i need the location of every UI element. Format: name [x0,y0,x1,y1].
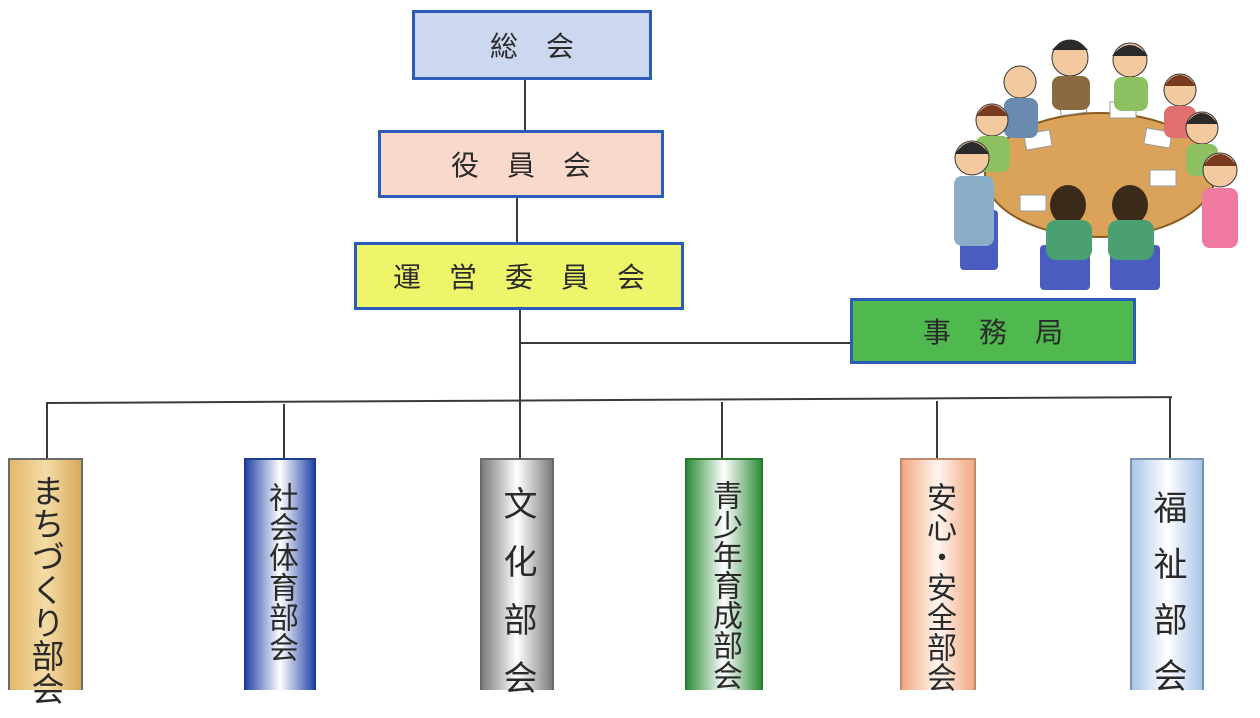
dept-culture: 文化部会 [480,458,554,718]
connector-line [283,404,285,460]
dept-machizukuri: まちづくり部会 [8,458,83,705]
dept-welfare: 福祉部会 [1130,458,1204,714]
general-assembly-label: 総 会 [489,30,574,63]
connector-line [721,402,723,462]
steering-committee-box: 運 営 委 員 会 [354,242,684,310]
dept-label: 福祉部会 [1147,490,1187,714]
dept-social-sports: 社会体育部会 [244,458,316,690]
steering-committee-label: 運 営 委 員 会 [392,261,645,294]
connector-line [519,342,850,344]
connector-line [46,404,48,460]
dept-youth-development: 青少年育成部会 [685,458,763,690]
connector-line [45,396,1172,404]
connector-line [1169,397,1171,459]
connector-line [936,401,938,461]
connector-line [519,310,521,460]
officers-committee-label: 役 員 会 [450,149,591,182]
dept-label: 安心・安全部会 [921,482,956,692]
secretariat-label: 事 務 局 [922,316,1063,349]
dept-label: 文化部会 [497,486,537,718]
meeting-people-icon [954,39,1238,290]
officers-committee-box: 役 員 会 [378,130,664,198]
connector-line [524,80,526,130]
dept-safety: 安心・安全部会 [900,458,976,692]
general-assembly-box: 総 会 [412,10,652,80]
secretariat-box: 事 務 局 [850,298,1136,364]
dept-label: まちづくり部会 [26,474,65,705]
dept-label: 社会体育部会 [263,482,298,662]
connector-line [516,198,518,242]
dept-label: 青少年育成部会 [707,480,742,690]
